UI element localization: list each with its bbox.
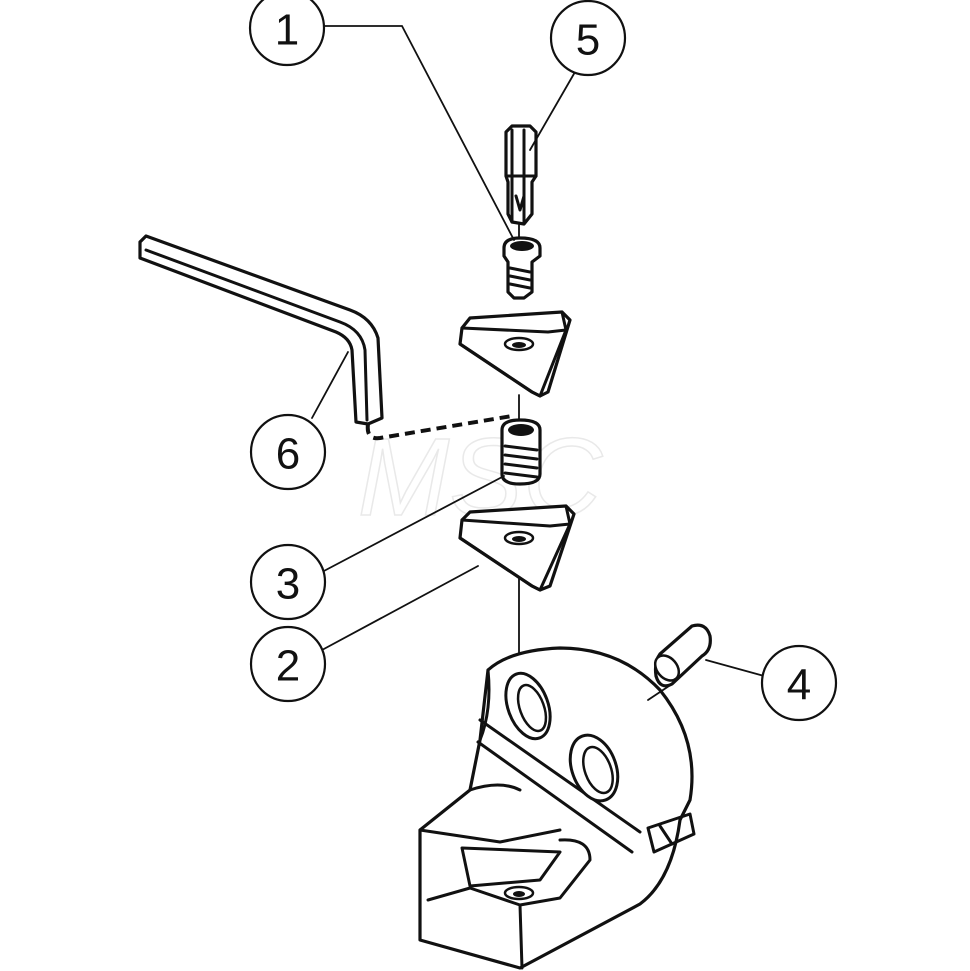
tool-holder [418,646,696,970]
callout-3-label: 3 [276,560,300,609]
torx-key [504,124,538,226]
callout-1-label: 1 [275,6,299,55]
callout-4: 4 [760,644,838,722]
leader-2 [321,565,479,651]
callout-2-label: 2 [276,642,300,691]
callout-5: 5 [549,0,627,77]
leader-3 [321,475,505,573]
leader-6 [311,351,349,419]
dashed-insertion-path [365,414,513,441]
callout-1: 1 [248,0,326,67]
callout-4-label: 4 [787,661,811,710]
leader-4 [705,659,765,677]
callout-5-label: 5 [576,16,600,65]
callout-6: 6 [249,413,327,491]
callout-6-label: 6 [276,430,300,479]
shim-screw [500,418,542,486]
shim [458,504,576,592]
leader-4b [647,683,673,701]
callout-3: 3 [249,543,327,621]
insert [458,310,572,398]
callout-2: 2 [249,625,327,703]
leader-5 [529,71,576,151]
insert-screw [502,236,542,300]
pin [653,623,712,688]
hex-key [138,234,384,426]
leader-1 [321,25,515,241]
